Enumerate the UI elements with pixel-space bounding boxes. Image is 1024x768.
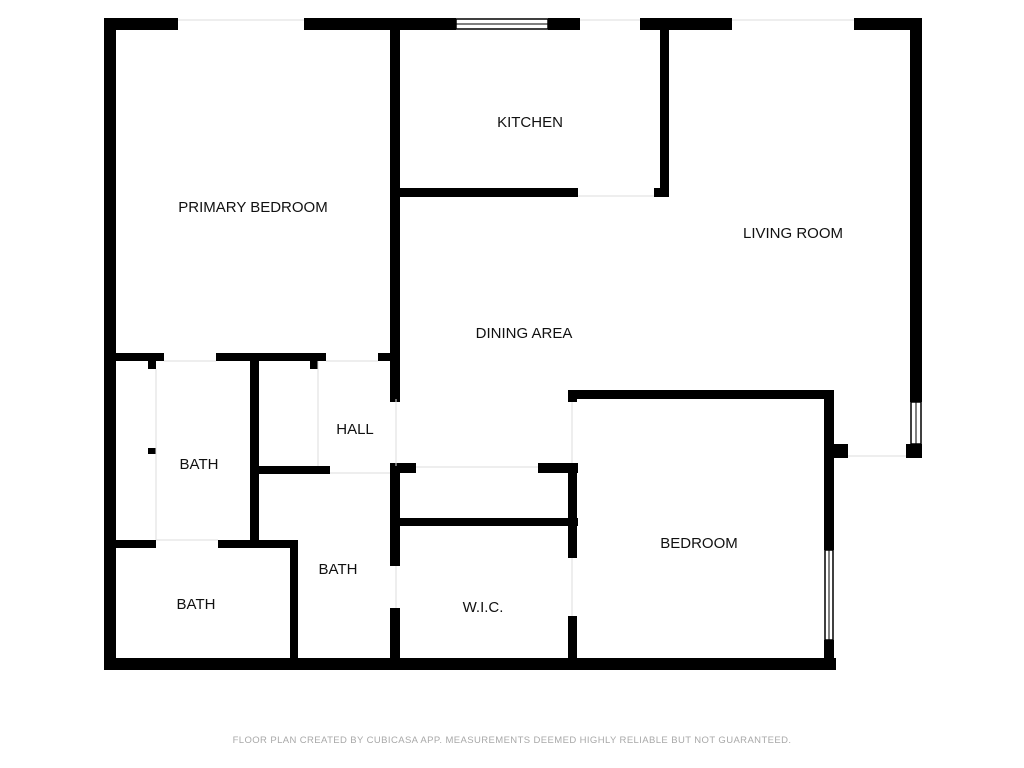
wall-bath1-bottom-1 [104,540,156,548]
wall-hall-west [310,361,318,369]
label-bath-middle: BATH [319,561,358,578]
interior-walls [104,18,834,670]
wall-bottom [104,658,836,670]
wall-hall-east [390,361,400,399]
wall-right-living-end [906,444,922,458]
wall-right-bedroom-1 [824,390,834,550]
label-dining-area: DINING AREA [476,325,573,342]
wall-primary-bottom-3 [378,353,400,361]
label-hall: HALL [336,421,374,438]
wall-hall-bottom-2 [390,463,416,473]
wall-right-living [910,18,922,402]
wall-bath1-door-stub-top [148,361,156,369]
window-bedroom-right [824,549,834,641]
room-labels: PRIMARY BEDROOM KITCHEN LIVING ROOM DINI… [177,114,843,616]
window-living-right [910,401,922,445]
wall-kitchen-bottom [390,188,578,197]
wall-top-1 [104,18,178,30]
label-bath-upper: BATH [180,456,219,473]
label-kitchen: KITCHEN [497,114,563,131]
wall-primary-east [390,18,400,402]
label-walk-in-closet: W.I.C. [463,599,504,616]
wall-bedroom-west-2 [568,463,577,558]
wall-bath2-east-1 [390,466,400,566]
wall-bath1-bottom-2 [218,540,296,548]
wall-bath2-east-2 [390,608,400,670]
wall-top-2 [304,18,456,30]
wall-bath1-door-stub-mid [148,448,156,454]
wall-top-5 [854,18,922,30]
window-kitchen-top [455,18,549,30]
wall-left [104,18,116,670]
wall-top-4 [640,18,732,30]
label-primary-bedroom: PRIMARY BEDROOM [178,199,327,216]
label-living-room: LIVING ROOM [743,225,843,242]
wall-bath3-east [290,540,298,670]
wall-wic-top [390,518,578,526]
wall-bath1-east [250,361,259,544]
door-openings [155,19,906,616]
label-bath-lower: BATH [177,596,216,613]
wall-right-bedroom-2 [824,640,834,670]
wall-bedroom-top [568,390,834,399]
wall-hall-bottom-1 [250,466,330,474]
wall-bedroom-west-3 [568,616,577,670]
wall-closet-top [538,463,578,473]
wall-top-3 [548,18,580,30]
wall-primary-bottom-1 [104,353,164,361]
exterior-walls [104,18,922,670]
wall-primary-bottom-2 [216,353,326,361]
wall-kitchen-east [660,18,669,197]
footer-disclaimer: FLOOR PLAN CREATED BY CUBICASA APP. MEAS… [232,735,792,746]
label-bedroom: BEDROOM [660,535,738,552]
